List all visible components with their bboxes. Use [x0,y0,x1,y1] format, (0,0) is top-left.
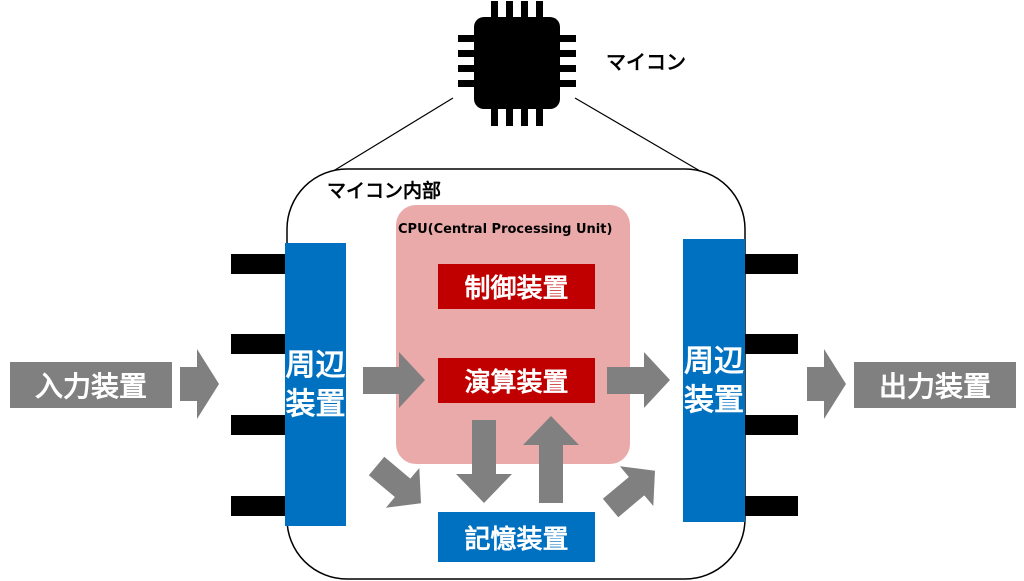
peripheral-left-label: 周辺装置 [285,347,346,422]
arrow-mcu-to-output [807,349,846,419]
arrow-memory-to-arithmetic [523,416,579,503]
arrow-peripheral-to-arithmetic [363,352,425,408]
cpu-area [396,205,630,464]
arrow-input-to-mcu [180,349,219,419]
memory-unit-label: 記憶装置 [464,524,569,555]
microcontroller-label: マイコン [606,50,686,74]
peripheral-right-label: 周辺装置 [684,343,744,418]
input-device-label: 入力装置 [34,370,147,403]
zoom-line-left [329,97,454,174]
arrow-peripheral-to-memory [368,456,421,508]
arrow-arithmetic-to-memory [456,420,512,503]
arrow-memory-to-peripheral [602,466,655,518]
peripheral-left-box: 周辺装置 [285,243,346,526]
arithmetic-unit-label: 演算装置 [464,368,569,398]
control-unit-label: 制御装置 [464,274,569,304]
output-device-box: 出力装置 [854,362,1016,408]
cpu-title: CPU(Central Processing Unit) [398,222,613,237]
control-unit-box: 制御装置 [438,264,595,309]
memory-unit-box: 記憶装置 [438,512,595,562]
zoom-line-right [574,97,713,179]
arrow-arithmetic-to-peripheral [607,352,670,408]
peripheral-right-box: 周辺装置 [683,239,745,522]
inner-label: マイコン内部 [327,180,442,202]
arithmetic-unit-box: 演算装置 [438,358,595,403]
left-pins [231,254,294,516]
chip-icon [458,1,576,126]
output-device-label: 出力装置 [878,370,991,403]
input-device-box: 入力装置 [10,362,172,408]
right-pins [736,254,798,516]
